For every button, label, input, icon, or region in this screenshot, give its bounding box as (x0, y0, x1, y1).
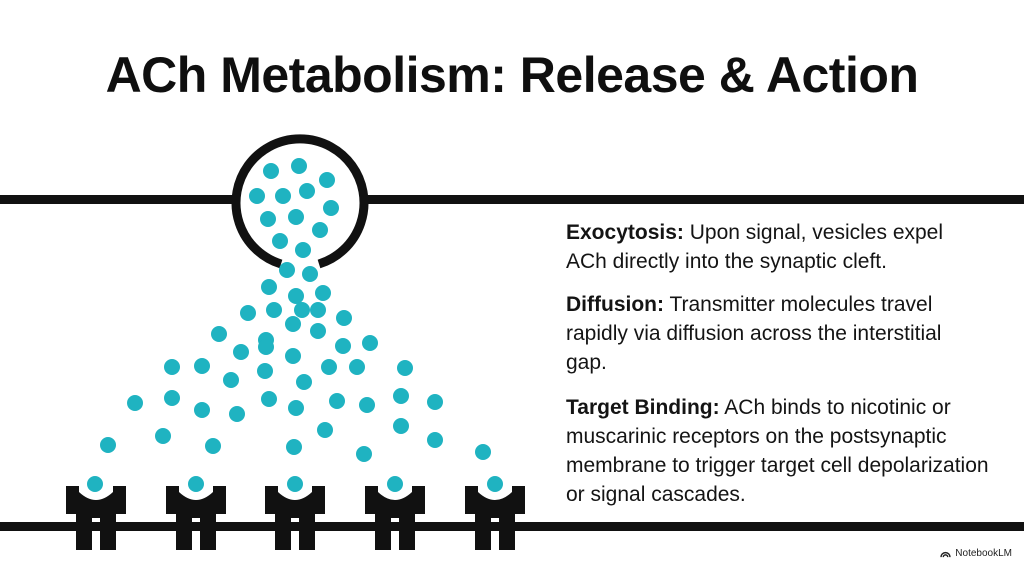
ach-molecule (155, 428, 171, 444)
ach-molecule (393, 418, 409, 434)
ach-molecule (427, 394, 443, 410)
receptor (465, 486, 525, 550)
receptor (66, 486, 126, 550)
ach-molecule (211, 326, 227, 342)
ach-molecule (127, 395, 143, 411)
ach-molecule (299, 183, 315, 199)
ach-molecule (100, 437, 116, 453)
brand-label: NotebookLM (955, 548, 1012, 559)
ach-molecule (261, 391, 277, 407)
ach-molecule (249, 188, 265, 204)
step-exocytosis: Exocytosis: Upon signal, vesicles expel … (566, 218, 986, 276)
ach-molecule (335, 338, 351, 354)
ach-molecule (205, 438, 221, 454)
ach-molecule (288, 400, 304, 416)
ach-molecule (288, 209, 304, 225)
ach-molecule (294, 302, 310, 318)
receptor (166, 486, 226, 550)
ach-molecule (164, 390, 180, 406)
ach-molecule (279, 262, 295, 278)
step-target-binding: Target Binding: ACh binds to nicotinic o… (566, 393, 1006, 509)
ach-molecule (295, 242, 311, 258)
ach-molecule (287, 476, 303, 492)
ach-molecule (310, 323, 326, 339)
ach-molecule (356, 446, 372, 462)
ach-molecule (427, 432, 443, 448)
ach-molecule (87, 476, 103, 492)
ach-molecule (285, 348, 301, 364)
ach-molecule (312, 222, 328, 238)
ach-molecule (188, 476, 204, 492)
ach-molecule (296, 374, 312, 390)
ach-molecules-group (87, 158, 503, 492)
step-term: Exocytosis: (566, 221, 684, 244)
ach-molecule (194, 402, 210, 418)
ach-molecule (310, 302, 326, 318)
step-text: Transmitter molecules travel rapidly via… (566, 293, 942, 374)
ach-molecule (275, 188, 291, 204)
step-text: ACh binds to nicotinic or muscarinic rec… (566, 396, 989, 506)
presynaptic-membrane-left (0, 195, 238, 204)
ach-molecule (317, 422, 333, 438)
ach-molecule (387, 476, 403, 492)
receptor (265, 486, 325, 550)
ach-molecule (323, 200, 339, 216)
vesicle (231, 134, 369, 269)
brand-watermark: NotebookLM (940, 548, 1012, 559)
ach-molecule (263, 163, 279, 179)
ach-molecule (319, 172, 335, 188)
ach-molecule (315, 285, 331, 301)
ach-molecule (288, 288, 304, 304)
receptors-group (66, 486, 525, 550)
ach-molecule (194, 358, 210, 374)
ach-molecule (487, 476, 503, 492)
step-text: Upon signal, vesicles expel ACh directly… (566, 221, 944, 273)
ach-molecule (233, 344, 249, 360)
ach-molecule (397, 360, 413, 376)
receptor (365, 486, 425, 550)
ach-molecule (258, 339, 274, 355)
step-term: Diffusion: (566, 293, 664, 316)
presynaptic-membrane-right (362, 195, 1024, 204)
ach-molecule (291, 158, 307, 174)
ach-molecule (329, 393, 345, 409)
ach-molecule (240, 305, 256, 321)
ach-molecule (321, 359, 337, 375)
step-diffusion: Diffusion: Transmitter molecules travel … (566, 290, 986, 377)
ach-molecule (223, 372, 239, 388)
ach-molecule (261, 279, 277, 295)
notebooklm-logo-icon (940, 551, 952, 558)
ach-molecule (302, 266, 318, 282)
ach-molecule (475, 444, 491, 460)
ach-molecule (266, 302, 282, 318)
ach-molecule (260, 211, 276, 227)
ach-molecule (359, 397, 375, 413)
ach-molecule (257, 363, 273, 379)
page-title: ACh Metabolism: Release & Action (105, 47, 919, 103)
ach-molecule (336, 310, 352, 326)
ach-molecule (272, 233, 288, 249)
ach-molecule (229, 406, 245, 422)
step-term: Target Binding: (566, 396, 720, 419)
ach-molecule (362, 335, 378, 351)
ach-molecule (164, 359, 180, 375)
ach-molecule (285, 316, 301, 332)
ach-molecule (349, 359, 365, 375)
ach-molecule (286, 439, 302, 455)
ach-molecule (393, 388, 409, 404)
